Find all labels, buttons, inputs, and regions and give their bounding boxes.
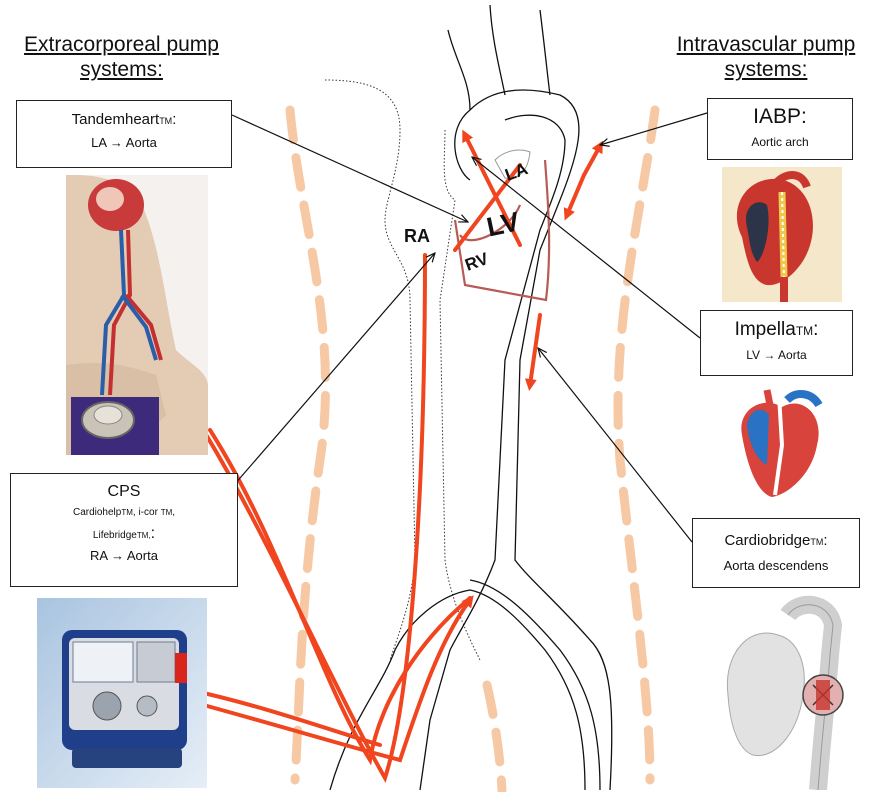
tandemheart-colon: :	[172, 111, 176, 128]
iabp-sub: Aortic arch	[708, 131, 852, 153]
iabp-title: IABP:	[708, 103, 852, 131]
cardiobridge-image	[718, 595, 868, 790]
tandemheart-image	[66, 175, 208, 455]
impella-colon: :	[813, 319, 818, 340]
body-silhouette	[290, 110, 655, 790]
impella-image	[727, 385, 830, 505]
cardiobridge-name: Cardiobridge	[724, 532, 810, 549]
tandemheart-name: Tandemheart	[72, 111, 160, 128]
label-rv: RV	[463, 249, 492, 275]
impella-name: Impella	[735, 319, 796, 340]
heading-intravascular-line1: Intravascular	[677, 33, 797, 56]
cps-colon: :	[151, 525, 155, 542]
impella-title: ImpellaTM:	[701, 317, 852, 344]
vena-cava-outline	[325, 80, 480, 660]
cardiobridge-colon: :	[823, 532, 827, 549]
cps-title: CPS	[11, 482, 237, 502]
cps-lifebridge: Lifebridge	[93, 530, 137, 541]
cps-devices-line1: CardiohelpTM, i-cor TM,	[11, 502, 237, 524]
label-ra: RA	[404, 226, 430, 246]
cps-cardiohelp: Cardiohelp	[73, 507, 121, 518]
cardiobridge-tm: TM	[810, 537, 823, 547]
impella-box: ImpellaTM: LV → Aorta	[700, 310, 853, 376]
cps-route: RA → Aorta	[11, 546, 237, 566]
impella-route: LV → Aorta	[701, 344, 852, 366]
cardiobridge-box: CardiobridgeTM: Aorta descendens	[692, 518, 860, 588]
tandemheart-title: TandemheartTM:	[17, 109, 231, 132]
heading-intravascular: Intravascular pump systems:	[666, 32, 866, 82]
heading-extracorporeal-line1: Extracorporeal	[24, 33, 161, 56]
cps-tm1: TM	[121, 508, 133, 517]
cps-devices-line2: LifebridgeTM,:	[11, 524, 237, 546]
iabp-box: IABP: Aortic arch	[707, 98, 853, 160]
heading-extracorporeal: Extracorporeal pump systems:	[14, 32, 229, 82]
cps-comma: ,	[172, 507, 175, 518]
cps-console-image	[37, 598, 207, 788]
cardiobridge-title: CardiobridgeTM:	[693, 529, 859, 554]
iabp-image	[722, 167, 842, 302]
flow-paths	[185, 135, 600, 778]
cardiobridge-route: Aorta descendens	[693, 554, 859, 578]
cps-tm2: TM	[161, 508, 173, 517]
cps-tm3: TM,	[137, 531, 151, 540]
cps-icor: , i-cor	[133, 507, 161, 518]
cps-box: CPS CardiohelpTM, i-cor TM, LifebridgeTM…	[10, 473, 238, 587]
tandemheart-route: LA → Aorta	[17, 132, 231, 154]
impella-tm: TM	[796, 324, 813, 338]
label-la: LA	[503, 159, 531, 185]
tandemheart-tm: TM	[159, 116, 172, 126]
tandemheart-box: TandemheartTM: LA → Aorta	[16, 100, 232, 168]
aorta-outline	[330, 5, 612, 790]
